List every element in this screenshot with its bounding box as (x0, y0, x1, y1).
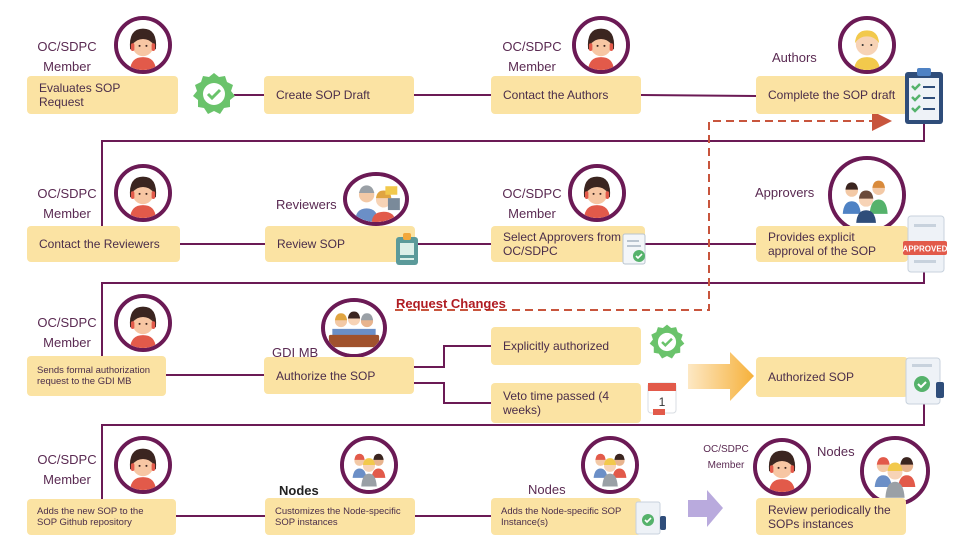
explicitly-authorized-option: Explicitly authorized (491, 327, 641, 365)
review-arrow (688, 490, 723, 527)
reviewers-avatar (343, 172, 409, 226)
member-avatar (114, 294, 172, 352)
clipboard-checklist-icon (902, 66, 946, 126)
approvers-avatar (828, 156, 906, 234)
adds-node-sop-instance-step: Adds the Node-specific SOP Instance(s) (491, 498, 641, 535)
sends-authorization-request-step: Sends formal authorization request to th… (27, 356, 166, 396)
role-label: Approvers (755, 185, 815, 200)
nodes-avatar (581, 436, 639, 494)
role-label: Nodes (528, 482, 566, 497)
role-label: Nodes (817, 444, 855, 459)
svg-text:1: 1 (659, 395, 666, 409)
authorized-document-icon (902, 356, 948, 406)
evaluates-sop-request-step: Evaluates SOP Request (27, 76, 178, 114)
create-sop-draft-step: Create SOP Draft (264, 76, 414, 114)
request-changes-arrow (395, 111, 892, 311)
member-avatar (114, 164, 172, 222)
veto-time-passed-option: Veto time passed (4 weeks) (491, 383, 641, 423)
verified-badge-icon (648, 323, 686, 361)
document-check-icon (621, 232, 649, 266)
member-avatar (753, 438, 811, 496)
member-avatar (114, 436, 172, 494)
verified-badge-icon (191, 71, 237, 117)
authorized-sop-result: Authorized SOP (756, 357, 908, 397)
review-sop-instances-step: Review periodically the SOPs instances (756, 498, 906, 535)
nodes-avatar (860, 436, 930, 506)
role-label: Nodes (279, 483, 319, 498)
author-avatar (838, 16, 896, 74)
contact-reviewers-step: Contact the Reviewers (27, 226, 180, 262)
role-label: Authors (772, 50, 817, 65)
authorize-sop-step: Authorize the SOP (264, 357, 414, 394)
calendar-icon: 1 (645, 377, 679, 417)
role-label: Reviewers (276, 197, 337, 212)
review-sop-step: Review SOP (265, 226, 415, 262)
provides-approval-step: Provides explicit approval of the SOP (756, 226, 908, 262)
adds-sop-to-github-step: Adds the new SOP to the SOP Github repos… (27, 499, 176, 535)
member-avatar (568, 164, 626, 222)
approved-stamp-icon: APPROVED (902, 214, 948, 274)
request-changes-label: Request Changes (396, 296, 506, 311)
approved-stamp-text: APPROVED (903, 245, 948, 254)
id-badge-icon (394, 231, 420, 267)
gdi-mb-avatar (321, 298, 387, 358)
member-avatar (114, 16, 172, 74)
authorized-arrow (688, 352, 754, 401)
nodes-avatar (340, 436, 398, 494)
contact-authors-step: Contact the Authors (491, 76, 641, 114)
customizes-node-sop-step: Customizes the Node-specific SOP instanc… (265, 498, 415, 535)
member-avatar (572, 16, 630, 74)
select-approvers-step: Select Approvers from OC/SDPC (491, 226, 645, 262)
document-check-icon (634, 500, 668, 536)
role-label: GDI MB (272, 345, 319, 360)
complete-sop-draft-step: Complete the SOP draft (756, 76, 908, 114)
